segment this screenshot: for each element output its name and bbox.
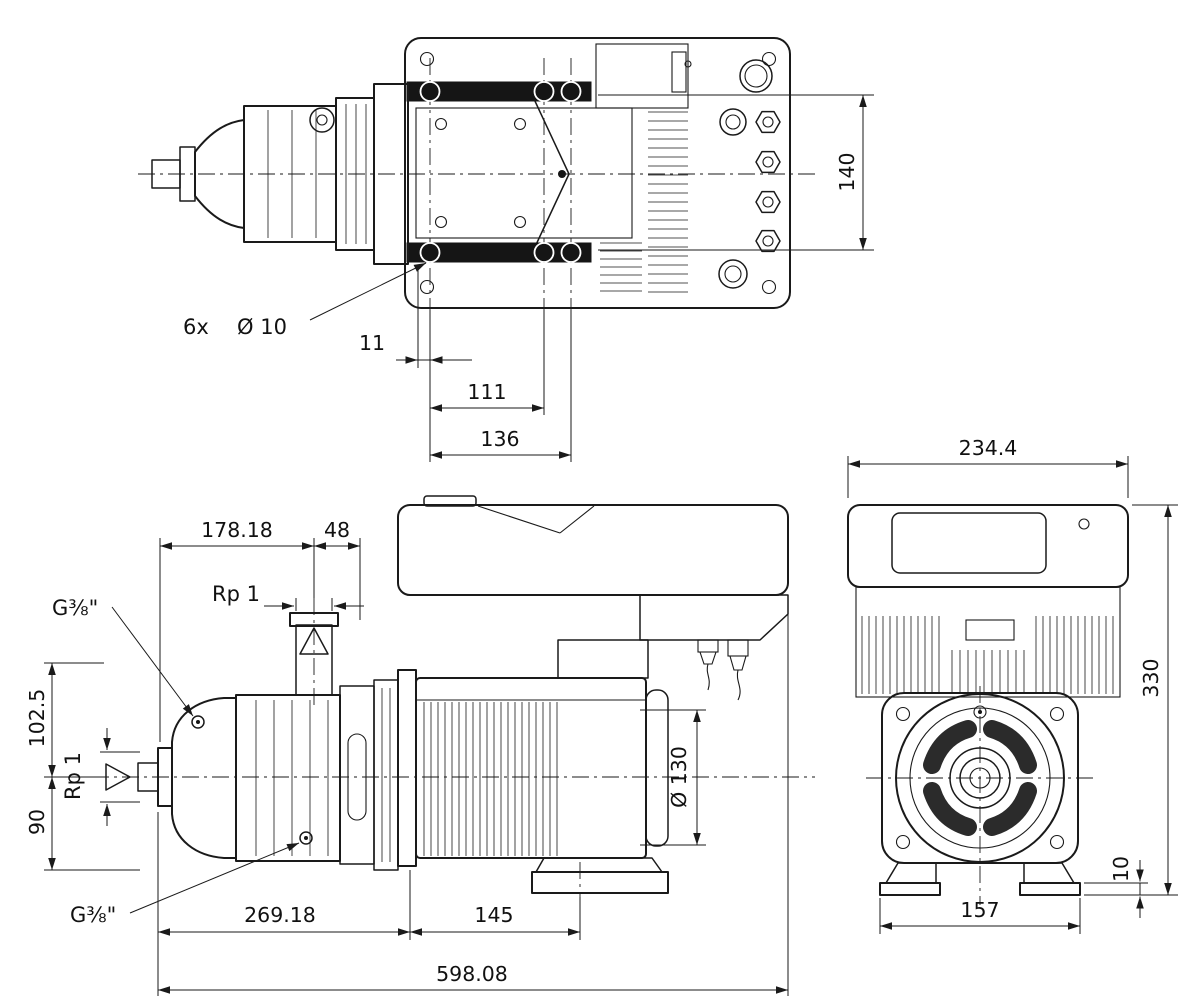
kidney-slot-ne — [983, 720, 1037, 774]
dim-10-label: 10 — [1109, 856, 1133, 882]
kidney-slot-sw — [923, 782, 977, 836]
chevron-mark — [533, 98, 570, 250]
top-view: 140 11 111 136 6x Ø 10 — [138, 37, 874, 462]
module-underside — [639, 594, 789, 641]
cable-glands-side — [697, 639, 749, 701]
motor-housing-top — [404, 37, 791, 309]
hole-note-leader — [309, 262, 427, 321]
motor-flange-top — [373, 83, 409, 265]
dim-11-label: 11 — [359, 331, 385, 355]
dim-140-label: 140 — [835, 152, 859, 191]
dim-157-label: 157 — [960, 898, 999, 922]
dim-234-label: 234.4 — [959, 436, 1018, 460]
mounting-bolt — [419, 81, 441, 102]
foot-pad — [531, 871, 669, 894]
kidney-slot-se — [983, 782, 1037, 836]
fin-section-front — [855, 586, 1121, 698]
connector — [671, 51, 687, 93]
foot-pad-left — [879, 882, 941, 896]
motor-top-block — [557, 639, 649, 679]
dimensions-side: 178.18 48 Rp 1 G⅜" 102.5 90 Rp 1 — [25, 518, 789, 996]
shaft-boss — [949, 747, 1011, 809]
discharge-thread-label: Rp 1 — [212, 582, 260, 606]
mounting-bolt — [419, 242, 441, 263]
side-view: 178.18 48 Rp 1 G⅜" 102.5 90 Rp 1 — [25, 495, 815, 996]
dim-102-5-label: 102.5 — [25, 689, 49, 748]
foot-left — [885, 862, 937, 884]
terminal-box-side — [397, 495, 789, 701]
mounting-bolt — [533, 81, 555, 102]
dim-90-label: 90 — [25, 809, 49, 835]
dim-motor-dia-label: Ø 130 — [667, 746, 691, 808]
foot-support — [535, 857, 663, 873]
motor-cooling-fins — [423, 702, 558, 856]
mounting-plate — [415, 107, 633, 239]
mounting-bolt — [560, 81, 582, 102]
dim-178-label: 178.18 — [201, 518, 273, 542]
mounting-rails — [406, 81, 592, 263]
flow-direction-triangle-suction — [105, 763, 131, 791]
foot-right — [1023, 862, 1075, 884]
motor-stool — [373, 679, 399, 871]
cooling-fins-top-2 — [600, 242, 642, 292]
motor-face-front — [879, 692, 1081, 896]
dimensions-front: 234.4 330 157 10 — [847, 436, 1178, 934]
dim-136-label: 136 — [480, 427, 519, 451]
vent-port-label: G⅜" — [52, 596, 98, 620]
motor-end-bell — [645, 689, 669, 847]
port-top — [309, 107, 335, 133]
terminal-box-front — [847, 504, 1129, 588]
pump-head-top — [151, 83, 409, 265]
terminal-compartment — [595, 43, 689, 109]
vent-leader — [111, 606, 194, 717]
dim-598-label: 598.08 — [436, 962, 508, 986]
cable-gland-plugs — [718, 59, 781, 289]
kidney-slot-nw — [923, 720, 977, 774]
dimensions-top: 140 11 111 136 6x Ø 10 — [183, 94, 874, 462]
drain-port-label: G⅜" — [70, 903, 116, 927]
dim-48-label: 48 — [324, 518, 350, 542]
flow-direction-triangle-discharge — [299, 627, 329, 655]
mounting-bolt — [560, 242, 582, 263]
stage-barrel — [235, 694, 341, 862]
suction-thread-label: Rp 1 — [61, 752, 85, 800]
drain-plug — [299, 831, 313, 845]
top-screw — [973, 705, 987, 719]
lantern — [339, 685, 375, 865]
vent-cap — [423, 495, 477, 507]
cooling-fins-top — [648, 111, 688, 293]
discharge-flange — [289, 612, 339, 627]
motor-flange — [397, 669, 417, 867]
hole-dia-label: Ø 10 — [237, 315, 287, 339]
hole-count-label: 6x — [183, 315, 209, 339]
pump-side — [105, 612, 399, 871]
foot-pad-right — [1019, 882, 1081, 896]
vent-plug — [191, 715, 205, 729]
terminal-lid — [891, 512, 1047, 574]
motor-side — [397, 639, 669, 894]
dim-269-label: 269.18 — [244, 903, 316, 927]
lantern-window — [347, 733, 367, 821]
mounting-bolt — [533, 242, 555, 263]
dim-111-label: 111 — [467, 380, 506, 404]
flange-circle — [895, 693, 1065, 863]
dim-145-label: 145 — [474, 903, 513, 927]
front-view: 234.4 330 157 10 — [847, 436, 1178, 934]
dim-330-label: 330 — [1139, 658, 1163, 697]
shaft — [959, 757, 1001, 799]
